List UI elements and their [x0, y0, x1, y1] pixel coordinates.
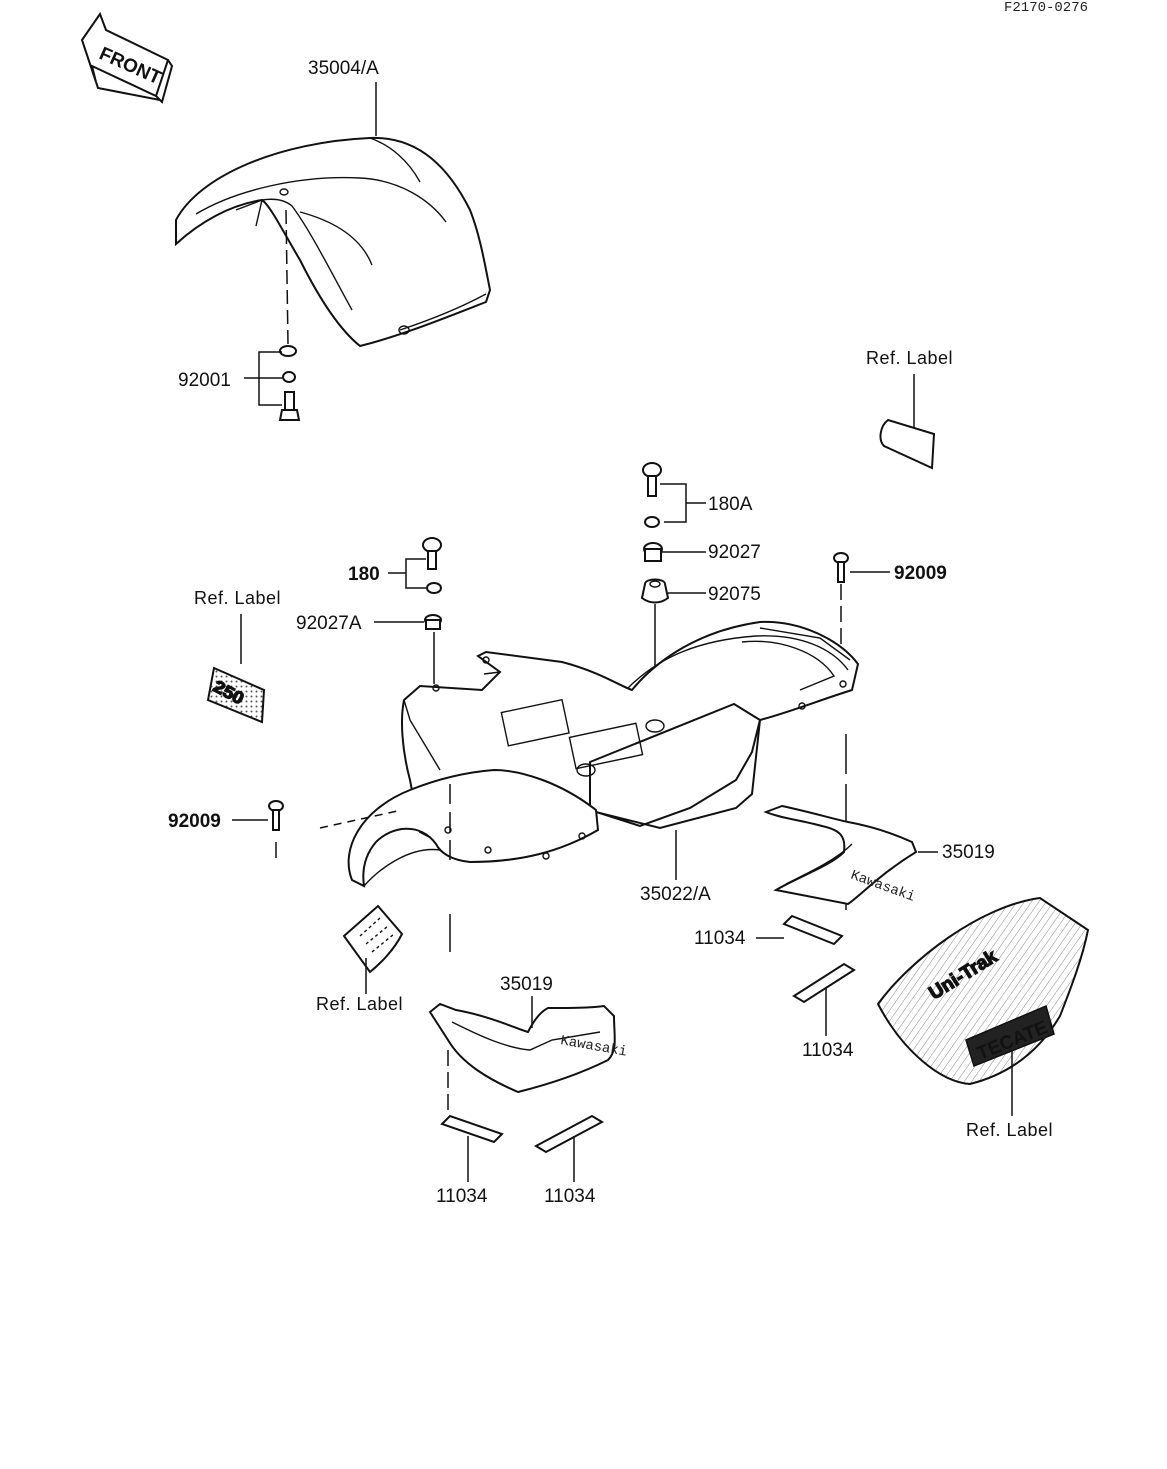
ref-label-decal-250: 250	[206, 666, 266, 724]
label-11034-right-lower: 11034	[802, 1040, 854, 1061]
front-arrow-icon: FRONT	[80, 11, 174, 104]
label-35019-right: 35019	[942, 842, 995, 863]
label-ref-250: Ref. Label	[194, 588, 281, 608]
label-35019-left: 35019	[500, 974, 553, 995]
label-180: 180	[348, 564, 380, 585]
label-11034-left-a: 11034	[436, 1186, 488, 1207]
label-ref-bottom-left: Ref. Label	[316, 994, 403, 1014]
label-180a: 180A	[708, 494, 753, 515]
label-92001: 92001	[178, 370, 231, 391]
bolt-set-180a	[642, 462, 662, 528]
ref-label-decal-blank	[879, 418, 936, 470]
label-92009-right: 92009	[894, 563, 947, 584]
label-ref-top-right: Ref. Label	[866, 348, 953, 368]
collar-92027	[643, 542, 663, 562]
rear-fender	[347, 620, 860, 888]
label-rear-fender: 35022/A	[640, 884, 711, 905]
collar-92027a	[424, 614, 442, 630]
drawing-code: F2170-0276	[1004, 0, 1088, 16]
screw-right	[833, 552, 849, 583]
label-11034-left-b: 11034	[544, 1186, 596, 1207]
ref-label-decal-tecate: Uni-Trak TECATE	[876, 896, 1090, 1086]
label-11034-right-upper: 11034	[694, 928, 746, 949]
label-front-fender: 35004/A	[308, 58, 379, 79]
label-92009-left: 92009	[168, 811, 221, 832]
front-fender	[175, 136, 492, 348]
plate-right-upper	[782, 914, 844, 946]
screw-left	[268, 800, 284, 831]
mud-flap-left: Kawasaki	[428, 1002, 628, 1094]
label-ref-tecate: Ref. Label	[966, 1120, 1053, 1140]
bolt-set-180	[422, 537, 442, 594]
bolt-set-front	[278, 345, 301, 421]
plate-right-lower	[792, 962, 856, 1004]
damper-92075	[640, 578, 670, 604]
label-92075: 92075	[708, 584, 761, 605]
label-92027a: 92027A	[296, 613, 362, 634]
mud-flap-right: Kawasaki	[763, 804, 918, 906]
plate-left-a	[440, 1114, 504, 1144]
plate-left-b	[533, 1114, 605, 1154]
label-92027: 92027	[708, 542, 761, 563]
